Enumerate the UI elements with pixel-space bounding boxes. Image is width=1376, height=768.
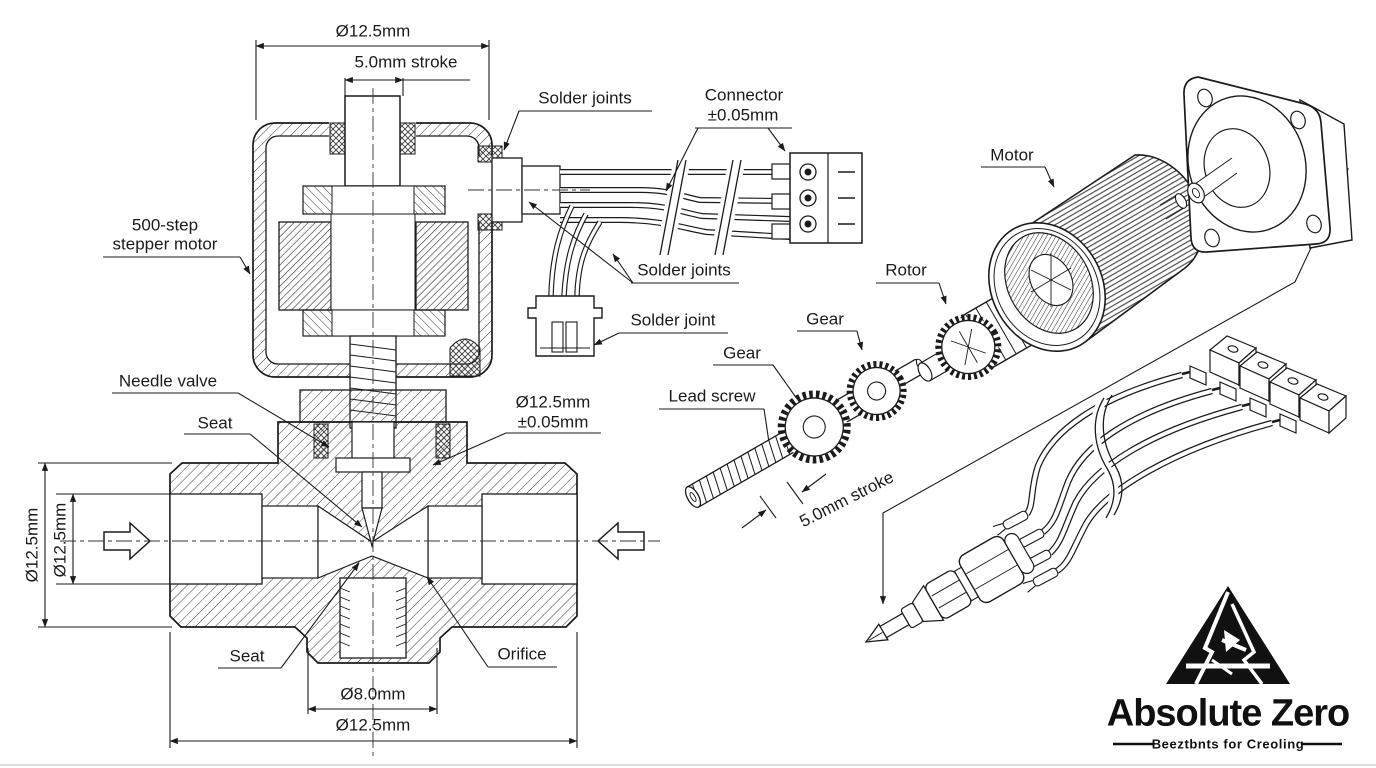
label-dim-body-1: Ø12.5mm (515, 392, 591, 412)
lead-screw-assembly (684, 358, 926, 508)
brand-logo-mark (1113, 586, 1342, 746)
page-bottom-edge (0, 764, 1376, 766)
valve-side-tube (477, 145, 561, 231)
label-gear-lower: Gear (723, 343, 761, 363)
centerlines (60, 88, 660, 756)
solder-joint-connector (527, 295, 603, 357)
harness-connector-boxes (1181, 335, 1348, 435)
wire-harness (992, 335, 1348, 593)
label-solder-joints-mid: Solder joints (637, 260, 731, 280)
motor-lead-wires (548, 159, 791, 297)
label-lead-screw: Lead screw (668, 386, 756, 406)
label-stepper-motor-1: 500-step (131, 215, 199, 235)
motor-faceplate (1183, 76, 1353, 253)
valve-body-cross-section (169, 389, 578, 664)
label-dim-orifice: Ø8.0mm (340, 684, 406, 704)
label-connector-tolerance: ±0.05mm (707, 105, 779, 125)
label-connector: Connector (704, 85, 784, 105)
label-solder-joint: Solder joint (630, 310, 716, 330)
dimension-lines (38, 40, 578, 748)
label-gear-upper: Gear (806, 309, 844, 329)
label-solder-joints-top: Solder joints (538, 88, 632, 108)
connector-3pin (771, 152, 863, 244)
label-needle-valve: Needle valve (118, 371, 218, 391)
motor-stator (987, 154, 1204, 353)
brand-tagline: Beeztbnts for Creoling (1151, 736, 1305, 752)
label-dim-left-inner: Ø12.5mm (50, 502, 70, 578)
label-dim-top: Ø12.5mm (335, 21, 411, 41)
label-dim-stroke-top: 5.0mm stroke (354, 52, 458, 72)
label-rotor: Rotor (885, 260, 927, 280)
label-dim-bottom: Ø12.5mm (335, 715, 411, 735)
driver-tool (864, 532, 1035, 643)
label-seat-upper: Seat (197, 413, 233, 433)
brand-name: Absolute Zero (1106, 692, 1350, 735)
label-stepper-motor-2: stepper motor (112, 234, 218, 254)
label-orifice: Orifice (497, 644, 547, 664)
stepper-motor-cross-section (252, 95, 493, 429)
screw-stroke-dimension (741, 473, 827, 529)
label-dim-left-outer: Ø12.5mm (22, 507, 42, 583)
label-seat-lower: Seat (229, 646, 265, 666)
label-motor: Motor (990, 145, 1034, 165)
label-dim-body-2: ±0.05mm (517, 412, 589, 432)
